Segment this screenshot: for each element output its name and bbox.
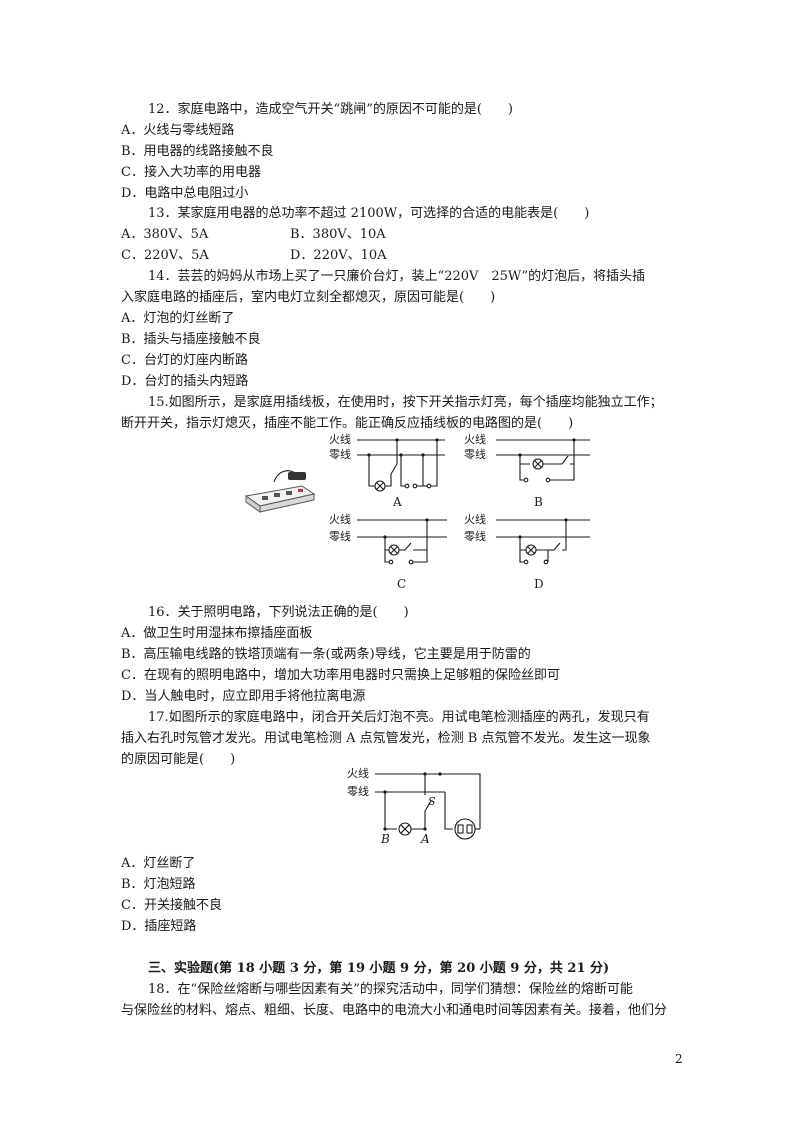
q17-circuit-diagram: 火线 零线 S B A <box>347 766 481 846</box>
q15-label-b: B <box>534 495 543 509</box>
q16-option-d: D．当人触电时，应立即用手将他拉离电源 <box>121 689 366 704</box>
q15-b-fire-label: 火线 <box>464 432 486 446</box>
q17-option-b: B．灯泡短路 <box>121 877 196 892</box>
q15-circuit-diagram-b: 火线 零线 B <box>464 432 590 509</box>
q15-label-c: C <box>397 577 406 591</box>
q15-c-fire-label: 火线 <box>329 512 351 526</box>
q17-neutral-label: 零线 <box>347 784 369 798</box>
q12-option-c: C．接入大功率的用电器 <box>121 165 261 180</box>
q15-b-neutral-label: 零线 <box>464 447 486 461</box>
power-strip-image <box>244 470 316 513</box>
q12-option-b: B．用电器的线路接触不良 <box>121 144 274 159</box>
q14-option-a: A．灯泡的灯丝断了 <box>121 311 235 326</box>
q15-circuit-diagram-a: 火线 零线 A <box>329 432 445 509</box>
q15-a-neutral-label: 零线 <box>329 447 351 461</box>
q13-option-b: B．380V、10A <box>290 227 386 242</box>
q12-stem: 12．家庭电路中，造成空气开关“跳闸”的原因不可能的是( ) <box>148 102 513 117</box>
q13-stem: 13．某家庭用电器的总功率不超过 2100W，可选择的合适的电能表是( ) <box>148 206 590 221</box>
q17-point-b: B <box>380 832 390 846</box>
q15-c-neutral-label: 零线 <box>329 529 351 543</box>
q14-option-c: C．台灯的灯座内断路 <box>121 353 248 368</box>
q13-option-a: A．380V、5A <box>121 227 209 242</box>
q15-label-a: A <box>392 495 402 509</box>
q18-stem-line2: 与保险丝的材料、熔点、粗细、长度、电路中的电流大小和通电时间等因素有关。接着，他… <box>121 1003 668 1018</box>
q16-option-a: A．做卫生时用湿抹布擦插座面板 <box>121 626 313 641</box>
q18-stem-line1: 18．在“保险丝熔断与哪些因素有关”的探究活动中，同学们猜想：保险丝的熔断可能 <box>148 982 633 997</box>
q17-stem-line1: 17.如图所示的家庭电路中，闭合开关后灯泡不亮。用试电笔检测插座的两孔，发现只有 <box>148 710 650 725</box>
q13-option-d: D．220V、10A <box>290 248 387 263</box>
q16-option-b: B．高压输电线路的铁塔顶端有一条(或两条)导线，它主要是用于防雷的 <box>121 647 531 662</box>
q17-switch-label: S <box>428 795 436 808</box>
q15-circuit-diagram-c: 火线 零线 C <box>329 512 447 591</box>
q17-option-a: A．灯丝断了 <box>121 856 196 871</box>
q15-label-d: D <box>534 577 544 591</box>
q14-option-b: B．插头与插座接触不良 <box>121 332 261 347</box>
section-three-heading: 三、实验题(第 18 小题 3 分，第 19 小题 9 分，第 20 小题 9 … <box>148 961 610 976</box>
q16-option-c: C．在现有的照明电路中，增加大功率用电器时只需换上足够粗的保险丝即可 <box>121 668 560 683</box>
q15-a-fire-label: 火线 <box>329 432 351 446</box>
q12-option-a: A．火线与零线短路 <box>121 123 235 138</box>
q17-option-c: C．开关接触不良 <box>121 898 222 913</box>
q17-stem-line2: 插入右孔时氖管才发光。用试电笔检测 A 点氖管发光，检测 B 点氖管不发光。发生… <box>121 731 651 746</box>
q14-option-d: D．台灯的插头内短路 <box>121 374 249 389</box>
q15-stem-line1: 15.如图所示，是家庭用插线板，在使用时，按下开关指示灯亮，每个插座均能独立工作… <box>148 395 663 410</box>
q17-fire-label: 火线 <box>347 766 369 780</box>
q15-d-fire-label: 火线 <box>464 512 486 526</box>
q15-stem-line2: 断开开关，指示灯熄灭，插座不能工作。能正确反应插线板的电路图的是( ) <box>121 416 574 431</box>
q14-stem-line1: 14．芸芸的妈妈从市场上买了一只廉价台灯，装上“220V 25W”的灯泡后，将插… <box>148 269 646 284</box>
q14-stem-line2: 入家庭电路的插座后，室内电灯立刻全都熄灭，原因可能是( ) <box>121 290 496 305</box>
q15-circuit-diagram-d: 火线 零线 D <box>464 512 590 591</box>
q12-option-d: D．电路中总电阻过小 <box>121 186 249 201</box>
q16-stem: 16．关于照明电路，下列说法正确的是( ) <box>148 605 409 620</box>
q17-point-a: A <box>420 832 430 846</box>
page-number: 2 <box>675 1052 683 1066</box>
q17-option-d: D．插座短路 <box>121 919 197 934</box>
q15-d-neutral-label: 零线 <box>464 529 486 543</box>
q17-stem-line3: 的原因可能是( ) <box>121 752 236 767</box>
q13-option-c: C．220V、5A <box>121 248 209 263</box>
